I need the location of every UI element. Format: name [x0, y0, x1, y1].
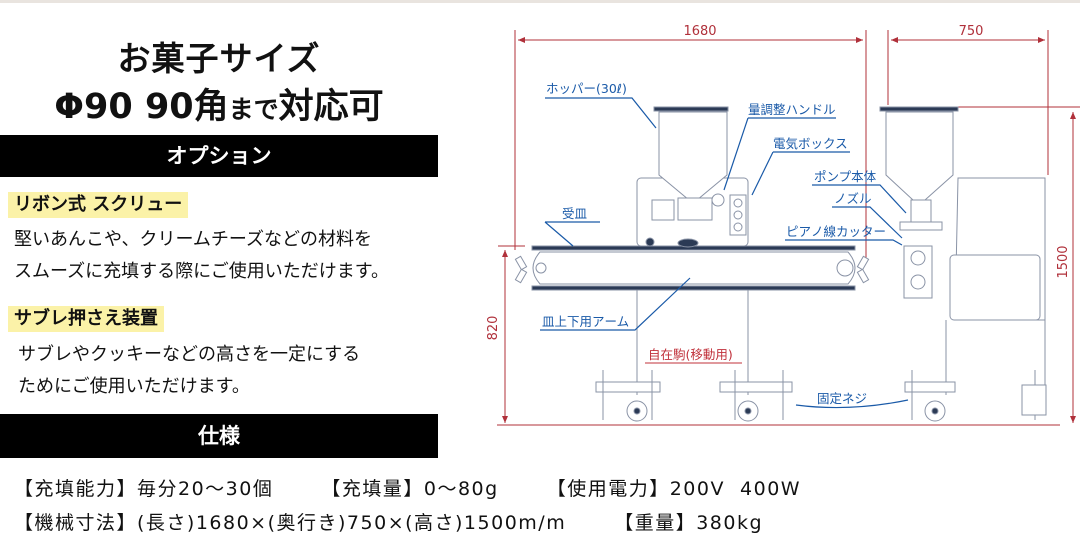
option-name: リボン式 スクリュー: [8, 192, 189, 218]
desc-line: 堅いあんこや、クリームチーズなどの材料を: [14, 229, 373, 250]
option-name: サブレ押さえ装置: [8, 306, 164, 332]
dim-depth: 750: [959, 24, 984, 39]
label-caster: 自在駒(移動用): [648, 347, 733, 362]
label-arm: 皿上下用アーム: [542, 314, 629, 329]
dim-conveyor-height: 820: [486, 316, 501, 341]
spec-weight: 【重量】380kg: [614, 512, 764, 534]
top-border: [0, 0, 1080, 3]
dimension-lines: [497, 30, 1080, 426]
spec-row: 【機械寸法】(長さ)1680×(奥行き)750×(高さ)1500m/m 【重量】3…: [14, 508, 811, 535]
option-description: 堅いあんこや、クリームチーズなどの材料を スムーズに充填する際にご使用いただけま…: [14, 224, 389, 288]
spec-row: 【充填能力】毎分20〜30個 【充填量】0〜80g 【使用電力】200V 400W: [14, 474, 849, 501]
label-nozzle: ノズル: [834, 191, 872, 206]
label-electric-box: 電気ボックス: [773, 136, 848, 151]
page-title: お菓子サイズ: [117, 39, 321, 78]
label-hopper: ホッパー(30ℓ): [546, 81, 627, 96]
right-machine: [879, 106, 1047, 422]
label-screw: 固定ネジ: [817, 391, 867, 406]
desc-line: スムーズに充填する際にご使用いただけます。: [14, 261, 389, 282]
spec-dimensions: 【機械寸法】(長さ)1680×(奥行き)750×(高さ)1500m/m: [14, 512, 567, 534]
desc-line: サブレやクッキーなどの高さを一定にする: [18, 344, 361, 365]
specs-header: 仕様: [0, 414, 438, 458]
size-support: 対応可: [278, 87, 384, 127]
page-subtitle: Φ90 90角まで対応可: [0, 78, 438, 129]
label-pump: ポンプ本体: [814, 169, 877, 184]
option-description: サブレやクッキーなどの高さを一定にする ためにご使用いただけます。: [18, 339, 360, 403]
label-leaders: [540, 97, 909, 409]
spec-fill-amount: 【充填量】0〜80g: [321, 478, 499, 500]
size-particle: まで: [228, 95, 279, 124]
size-text: Φ90 90角: [54, 87, 229, 127]
left-machine: [514, 106, 870, 422]
label-amount-handle: 量調整ハンドル: [748, 102, 836, 117]
options-header: オプション: [0, 135, 438, 177]
desc-line: ためにご使用いただけます。: [18, 376, 250, 397]
label-tray: 受皿: [562, 206, 588, 221]
spec-power: 【使用電力】200V 400W: [546, 478, 802, 500]
dim-height: 1500: [1056, 245, 1071, 278]
dimension-arrows: [502, 37, 1076, 423]
dim-length: 1680: [683, 24, 716, 39]
label-cutter: ピアノ線カッター: [786, 224, 886, 239]
spec-capacity: 【充填能力】毎分20〜30個: [14, 478, 274, 500]
